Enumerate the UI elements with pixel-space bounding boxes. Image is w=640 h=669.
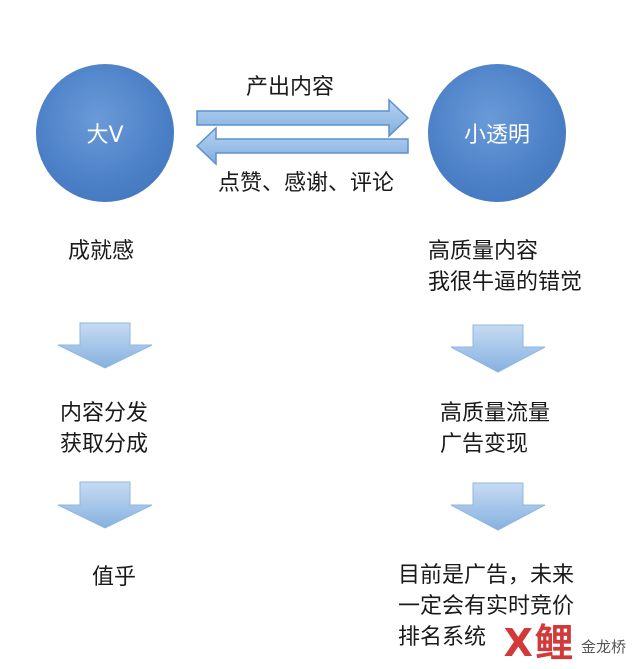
right-step-1: 高质量内容 我很牛逼的错觉 xyxy=(428,239,583,295)
arrow-down-left-1 xyxy=(57,322,153,369)
right-step-2: 高质量流量 广告变现 xyxy=(440,401,551,457)
right-step-3: 目前是广告，未来 一定会有实时竞价 排名系统 xyxy=(398,563,575,650)
edge-label-praise: 点赞、感谢、评论 xyxy=(218,171,395,196)
arrow-down-right-2 xyxy=(450,482,546,531)
arrow-down-right-1 xyxy=(450,324,546,373)
watermark-logo: X鲤 xyxy=(503,621,575,665)
watermark: X鲤 金龙桥 xyxy=(504,623,626,663)
left-step-3: 值乎 xyxy=(92,565,137,590)
node-newcomer: 小透明 xyxy=(428,64,566,202)
arrow-praise xyxy=(195,126,409,166)
left-step-2: 内容分发 获取分成 xyxy=(60,401,149,457)
left-step-1: 成就感 xyxy=(68,239,135,264)
node-big-v-label: 大V xyxy=(86,123,124,148)
node-big-v: 大V xyxy=(36,64,174,202)
arrow-down-left-2 xyxy=(57,481,153,529)
edge-label-produce: 产出内容 xyxy=(246,75,335,100)
arrow-produce xyxy=(196,98,410,138)
node-newcomer-label: 小透明 xyxy=(463,123,530,148)
watermark-text: 金龙桥 xyxy=(580,638,626,656)
